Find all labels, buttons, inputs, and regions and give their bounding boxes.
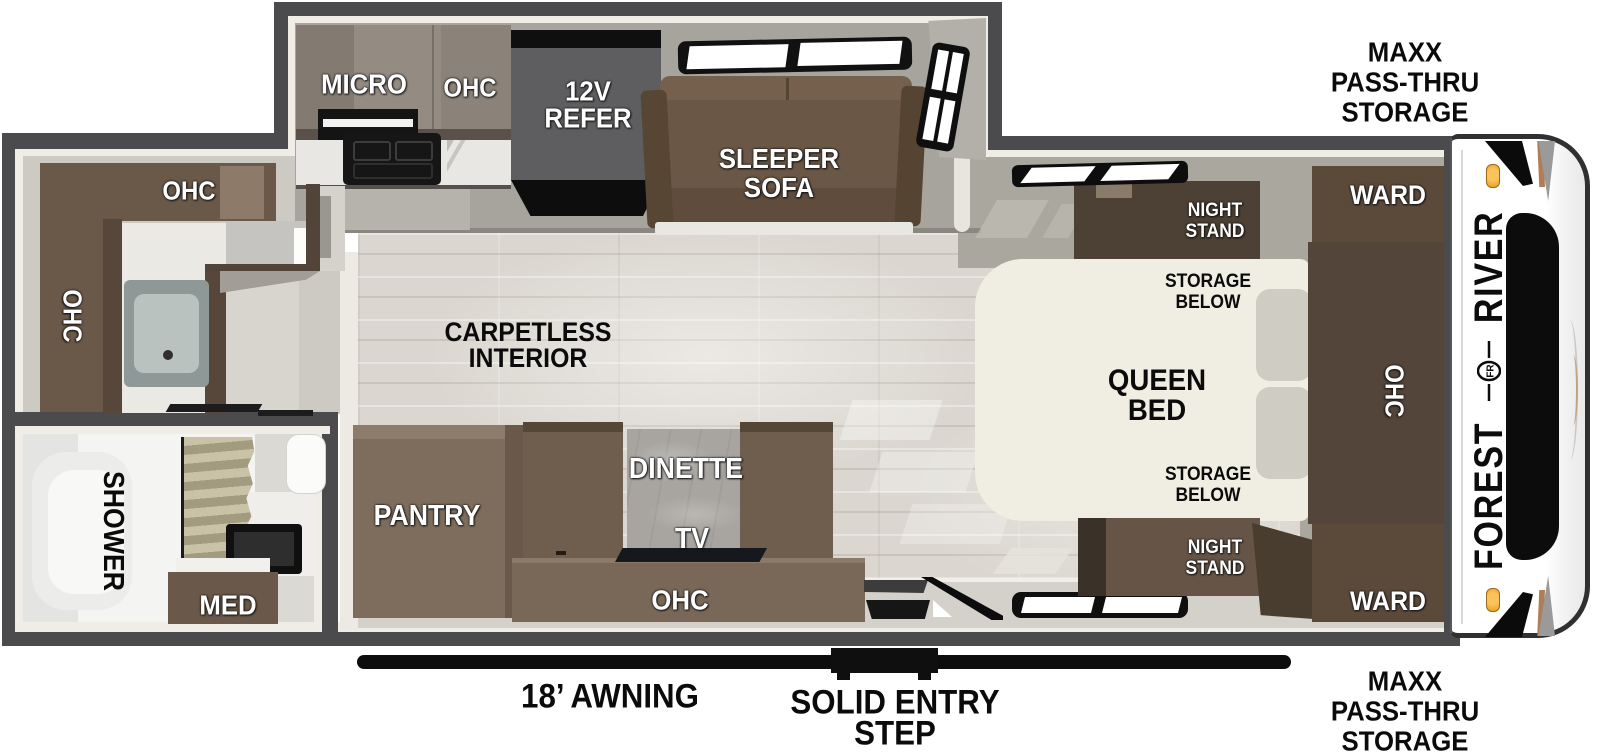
svg-text:FR: FR (1486, 364, 1497, 378)
